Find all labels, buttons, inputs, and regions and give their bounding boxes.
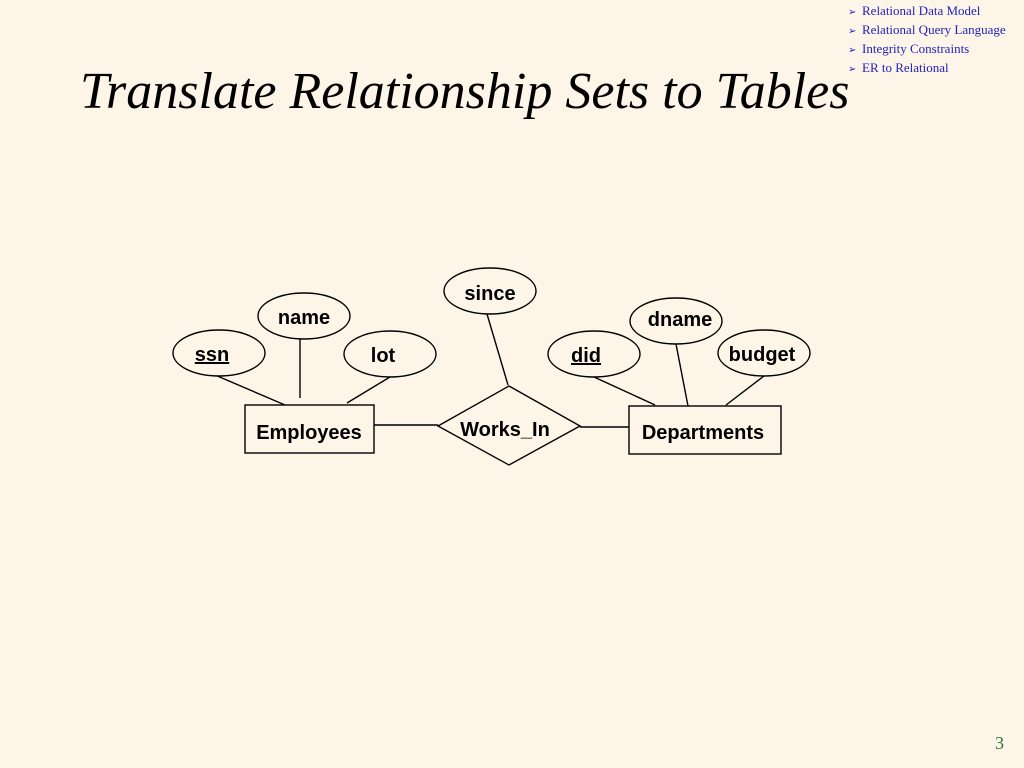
attribute-name-label: name (278, 307, 330, 329)
nav-item-relational-query-language[interactable]: ➢ Relational Query Language (848, 21, 1006, 40)
topic-nav: ➢ Relational Data Model ➢ Relational Query… (848, 2, 1006, 78)
entity-employees-label: Employees (256, 422, 362, 444)
nav-item-label: Relational Query Language (862, 22, 1006, 37)
attribute-ssn (172, 329, 266, 377)
nav-item-label: ER to Relational (862, 60, 949, 75)
entity-departments (628, 405, 782, 455)
slide-number: 3 (995, 733, 1004, 753)
connector-dname-departments (675, 343, 689, 407)
attribute-since (443, 267, 537, 315)
connector-since-relationship (486, 313, 509, 386)
connector-did-departments (593, 376, 656, 406)
attribute-did (547, 330, 641, 378)
slide-title: Translate Relationship Sets to Tables (80, 63, 850, 120)
nav-item-er-to-relational[interactable]: ➢ ER to Relational (848, 59, 1006, 78)
entity-departments-label: Departments (642, 422, 764, 444)
attribute-lot-label: lot (371, 345, 396, 367)
attribute-dname-label: dname (648, 309, 712, 331)
connector-ssn-employees (214, 374, 286, 406)
arrow-bullet-icon: ➢ (848, 64, 857, 75)
arrow-bullet-icon: ➢ (848, 26, 857, 37)
connector-lot-employees (346, 376, 391, 404)
attribute-name (257, 292, 351, 340)
relationship-works-in (436, 385, 582, 466)
connector-budget-departments (725, 375, 765, 406)
attribute-did-label: did (571, 345, 601, 367)
attribute-budget-label: budget (729, 344, 796, 366)
nav-item-relational-data-model[interactable]: ➢ Relational Data Model (848, 2, 1006, 21)
attribute-lot (343, 330, 437, 378)
arrow-bullet-icon: ➢ (848, 7, 857, 18)
arrow-bullet-icon: ➢ (848, 45, 857, 56)
entity-employees (244, 404, 375, 454)
nav-item-label: Relational Data Model (862, 3, 981, 18)
attribute-budget (717, 329, 811, 377)
nav-item-integrity-constraints[interactable]: ➢ Integrity Constraints (848, 40, 1006, 59)
attribute-since-label: since (464, 283, 515, 305)
attribute-dname (629, 297, 723, 345)
nav-item-label: Integrity Constraints (862, 41, 970, 56)
relationship-works-in-label: Works_In (460, 419, 550, 441)
attribute-ssn-label: ssn (195, 344, 229, 366)
